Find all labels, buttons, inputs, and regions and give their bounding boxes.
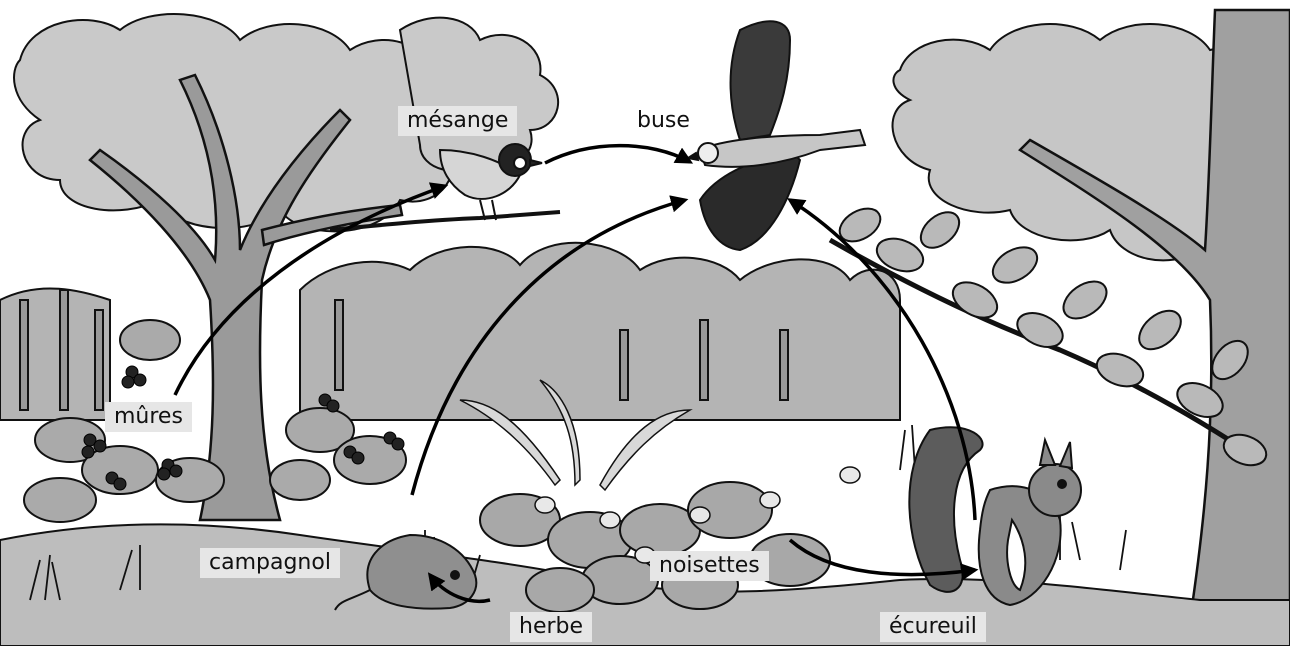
squirrel: [909, 427, 1081, 605]
label-buse: buse: [628, 106, 699, 136]
label-campagnol: campagnol: [200, 548, 340, 578]
label-herbe: herbe: [510, 612, 592, 642]
label-mesange: mésange: [398, 106, 517, 136]
buzzard-bird: [688, 21, 865, 250]
arrow-mesange-to-buse: [545, 146, 690, 163]
label-mures: mûres: [105, 402, 192, 432]
label-noisettes: noisettes: [650, 551, 769, 581]
label-ecureuil: écureuil: [880, 612, 986, 642]
